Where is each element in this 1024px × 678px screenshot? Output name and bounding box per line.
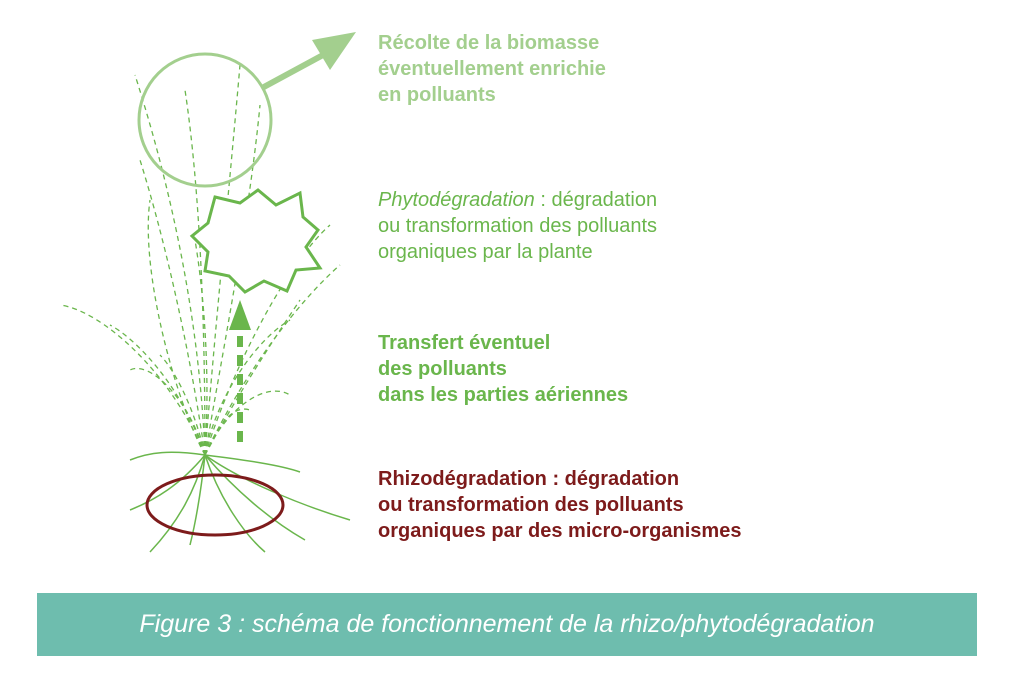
harvest-line-1: Récolte de la biomasse	[378, 32, 600, 54]
rhizo-line-2: ou transformation des polluants	[378, 494, 684, 516]
phyto-line-1: Phytodégradation : dégradation	[378, 187, 657, 213]
transfer-line-1: Transfert éventuel	[378, 332, 551, 354]
harvest-line-3: en polluants	[378, 84, 496, 106]
transfer-label: Transfert éventuel des polluants dans le…	[378, 330, 628, 408]
harvest-line-2: éventuellement enrichie	[378, 58, 606, 80]
phyto-line-1-rest: : dégradation	[534, 189, 658, 211]
phyto-line-2: ou transformation des polluants	[378, 215, 658, 237]
rhizo-ellipse	[145, 473, 285, 537]
figure-caption: Figure 3 : schéma de fonctionnement de l…	[37, 593, 977, 656]
plant-diagram	[59, 32, 356, 553]
rhizo-line-1: Rhizodégradation : dégradation	[378, 468, 680, 490]
rhizo-label: Rhizodégradation : dégradation ou transf…	[378, 466, 741, 544]
transfer-arrow	[229, 300, 251, 442]
phyto-term: Phytodégradation	[378, 189, 535, 211]
harvest-label: Récolte de la biomasse éventuellement en…	[378, 30, 606, 108]
transfer-line-2: des polluants	[378, 358, 507, 380]
plant-roots	[129, 451, 351, 553]
rhizo-line-3: organiques par des micro-organismes	[378, 520, 742, 542]
harvest-circle	[137, 52, 273, 188]
phyto-spiky-shape	[189, 188, 323, 294]
transfer-line-3: dans les parties aériennes	[378, 384, 629, 406]
phyto-line-3: organiques par la plante	[378, 241, 593, 263]
harvest-arrow	[260, 32, 356, 91]
phyto-label: Phytodégradation : dégradation ou transf…	[378, 187, 657, 265]
